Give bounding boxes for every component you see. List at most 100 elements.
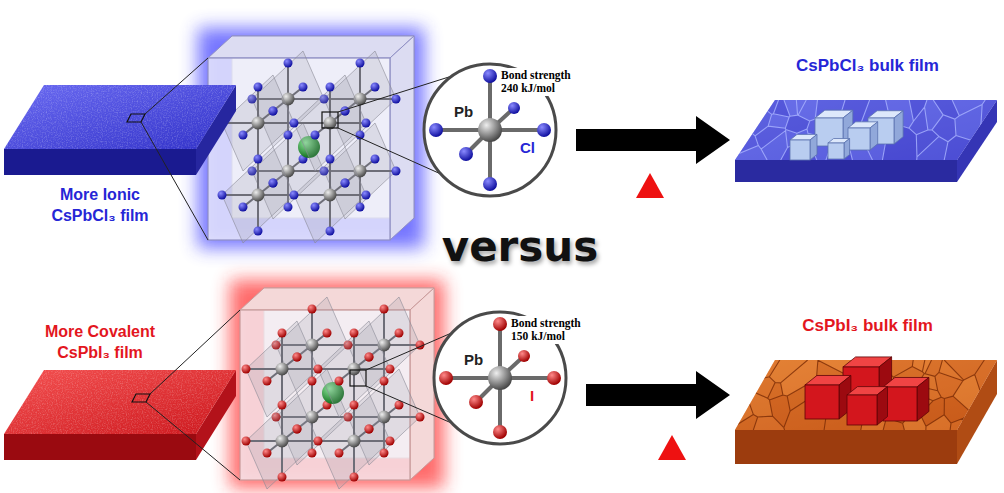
halide-atom bbox=[365, 425, 374, 434]
cube-glow bbox=[230, 280, 444, 488]
halide-atom bbox=[371, 155, 380, 164]
film-slab-front bbox=[4, 434, 196, 460]
halide-atom bbox=[362, 119, 371, 128]
process-arrow bbox=[586, 371, 730, 419]
film-label: CsPbCl₃ bulk film bbox=[735, 55, 1000, 77]
lattice-layer bbox=[218, 75, 371, 243]
film-slab-front bbox=[4, 149, 196, 175]
lead-atom bbox=[324, 189, 337, 202]
halide-atom bbox=[269, 179, 278, 188]
halide-atom bbox=[429, 123, 443, 137]
zoom-marker bbox=[132, 394, 150, 402]
halide-atom bbox=[269, 107, 278, 116]
bulk-slab-top bbox=[735, 100, 997, 160]
atom-label: Cl bbox=[520, 138, 535, 158]
grain-cell bbox=[735, 360, 755, 392]
halide-atom bbox=[314, 365, 323, 374]
grain-cell bbox=[981, 100, 997, 133]
crystal-side bbox=[870, 122, 878, 150]
atom-label: Pb bbox=[454, 102, 473, 122]
crystal-side bbox=[844, 139, 850, 159]
grain-cell bbox=[749, 377, 776, 398]
halide-atom bbox=[508, 102, 520, 114]
atom-label: I bbox=[530, 386, 534, 406]
atom-label: Pb bbox=[464, 350, 483, 370]
halide-atom bbox=[371, 83, 380, 92]
zoom-line bbox=[145, 58, 208, 114]
grain-boundary bbox=[735, 360, 997, 430]
halide-atom bbox=[341, 179, 350, 188]
halide-atom bbox=[239, 131, 248, 140]
octahedron bbox=[294, 147, 366, 243]
halide-atom bbox=[269, 107, 278, 116]
halide-atom bbox=[311, 203, 320, 212]
halide-atom bbox=[362, 191, 371, 200]
halide-atom bbox=[293, 353, 302, 362]
zoom-node: PbBond strength 150 kJ/molI bbox=[430, 306, 580, 456]
grain-cells bbox=[735, 100, 997, 160]
crystal-front bbox=[790, 140, 810, 160]
zoom-line bbox=[146, 402, 240, 480]
halide-atom bbox=[242, 365, 251, 374]
crystal-front bbox=[883, 387, 917, 421]
grain-cell bbox=[961, 413, 997, 430]
bulk-node: CsPbCl₃ bulk film bbox=[735, 55, 1000, 195]
halide-atom bbox=[365, 353, 374, 362]
cube-glow bbox=[198, 28, 424, 248]
crystal-side bbox=[917, 377, 929, 421]
bulk-slab-front bbox=[735, 430, 957, 464]
bulk-slab-top bbox=[735, 360, 997, 430]
lead-atom bbox=[348, 435, 361, 448]
text-slot: CsPbI₃ bulk film bbox=[735, 315, 1000, 337]
label-slot: versus bbox=[420, 222, 620, 271]
zoom-node: PbBond strength 240 kJ/molCl bbox=[420, 58, 570, 208]
halide-atom bbox=[254, 227, 263, 236]
film-grain bbox=[4, 370, 236, 434]
halide-atom bbox=[290, 119, 299, 128]
halide-atom bbox=[293, 425, 302, 434]
octahedron bbox=[246, 321, 318, 417]
bulk-slab-front bbox=[735, 160, 957, 182]
halide-atom bbox=[284, 59, 293, 68]
grain-cells bbox=[735, 360, 997, 430]
crystal-front bbox=[847, 395, 877, 425]
halide-atom bbox=[386, 365, 395, 374]
halide-atom bbox=[326, 227, 335, 236]
heat-triangle bbox=[636, 173, 664, 198]
halide-atom bbox=[335, 449, 344, 458]
halide-atom bbox=[254, 155, 263, 164]
text-slot: More Covalent CsPbI₃ film bbox=[30, 322, 170, 364]
grain-cell bbox=[917, 136, 948, 160]
lead-atom bbox=[478, 118, 502, 142]
lattice-layer bbox=[242, 321, 395, 489]
halide-atom bbox=[308, 305, 317, 314]
lattice-cube bbox=[230, 280, 444, 489]
film-label: More Ionic CsPbCl₃ film bbox=[30, 185, 170, 227]
text-slot: I bbox=[530, 386, 534, 406]
halide-atom bbox=[395, 329, 404, 338]
crystal-side bbox=[810, 134, 817, 160]
grain-boundary bbox=[735, 100, 997, 160]
bond-strength-label: Bond strength 150 kJ/mol bbox=[510, 316, 588, 344]
text-slot: Cl bbox=[520, 138, 535, 158]
halide-atom bbox=[356, 59, 365, 68]
film-node: More Covalent CsPbI₃ film bbox=[0, 322, 285, 467]
halide-atom bbox=[290, 191, 299, 200]
crystal-side bbox=[894, 111, 903, 144]
halide-atom bbox=[350, 473, 359, 482]
lead-atom bbox=[276, 363, 289, 376]
halide-atom bbox=[278, 473, 287, 482]
halide-atom bbox=[537, 123, 551, 137]
film-shape bbox=[0, 322, 285, 467]
crystal-front bbox=[848, 128, 870, 150]
zoom-marker bbox=[127, 114, 145, 122]
heat-triangle bbox=[658, 435, 686, 460]
halide-atom bbox=[416, 413, 425, 422]
lead-atom bbox=[488, 366, 512, 390]
text-slot: Pb bbox=[454, 102, 473, 122]
halide-atom bbox=[439, 371, 453, 385]
halide-atom bbox=[493, 425, 507, 439]
crystal-side bbox=[877, 387, 888, 425]
halide-atom bbox=[326, 155, 335, 164]
cube-top-face bbox=[208, 36, 414, 58]
